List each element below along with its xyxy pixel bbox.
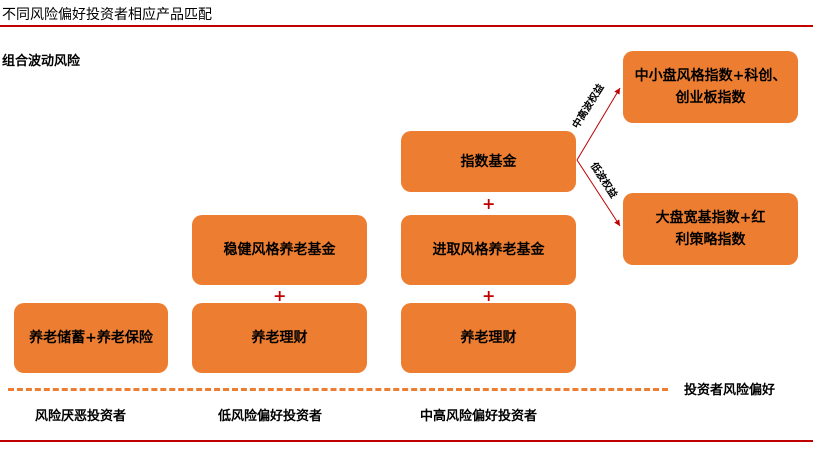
arrow-up (576, 87, 621, 161)
category-risk-averse: 风险厌恶投资者 (35, 409, 127, 424)
box-aggressive-pension-fund: 进取风格养老基金 (401, 215, 576, 285)
box-steady-pension-fund: 稳健风格养老基金 (192, 215, 367, 285)
box-savings-insurance: 养老储蓄+养老保险 (14, 303, 168, 373)
risk-axis-line (8, 388, 668, 391)
y-axis-label: 组合波动风险 (2, 54, 81, 69)
category-mid-high-risk: 中高风险偏好投资者 (420, 409, 538, 424)
box-pension-wealth-2: 养老理财 (401, 303, 576, 373)
box-index-fund: 指数基金 (401, 131, 576, 192)
figure-title: 不同风险偏好投资者相应产品匹配 (2, 7, 212, 23)
plus-sign: + (482, 286, 496, 305)
bottom-divider (0, 440, 813, 442)
box-large-cap-index: 大盘宽基指数+红利策略指数 (623, 193, 798, 265)
arrow-down (576, 159, 621, 227)
box-small-cap-index: 中小盘风格指数+科创、创业板指数 (623, 51, 798, 123)
plus-sign: + (273, 286, 287, 305)
plus-sign: + (482, 194, 496, 213)
box-pension-wealth-1: 养老理财 (192, 303, 367, 373)
x-axis-label: 投资者风险偏好 (684, 383, 776, 398)
category-low-risk: 低风险偏好投资者 (218, 409, 323, 424)
top-divider (0, 25, 813, 27)
